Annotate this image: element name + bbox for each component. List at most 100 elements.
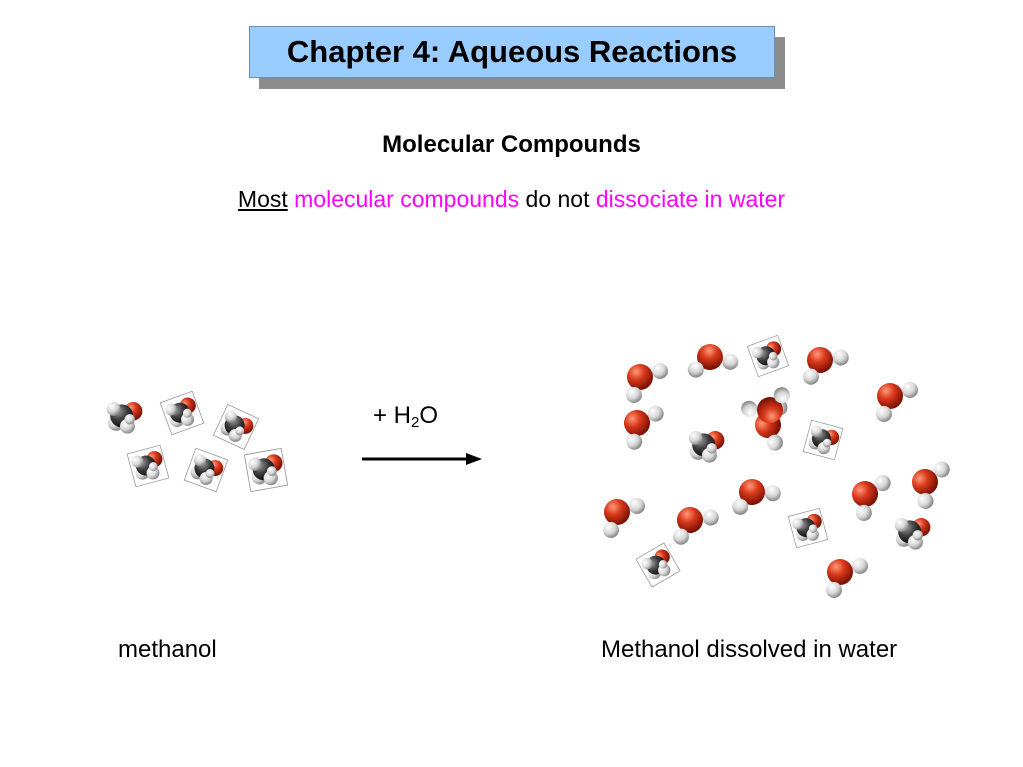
statement-term: molecular compounds [294,186,520,212]
statement-most: Most [237,186,288,212]
oxygen-atom [912,469,938,495]
water-molecule-icon [802,347,849,385]
hydrogen-atom [626,433,643,450]
methanol-molecule-icon [183,447,229,493]
water-molecule-icon [741,387,790,423]
oxygen-atom [827,559,853,585]
methanol-label: methanol [118,636,217,663]
hydrogen-atom [764,485,781,502]
hydrogen-atom [874,475,891,492]
water-molecule-icon [852,475,891,521]
methanol-molecule-icon [802,419,844,461]
hydrogen-atom [248,457,262,471]
water-molecule-icon [912,461,950,509]
hydrogen-atom [106,402,121,416]
oxygen-atom [624,410,650,436]
hydrogen-atom [917,492,934,509]
methanol-molecule-icon [126,444,170,488]
methanol-molecule-icon [159,390,205,436]
water-molecule-icon [626,363,668,403]
methanol-molecule-icon [243,447,289,493]
oxygen-atom [697,344,723,370]
hydrogen-atom [165,403,178,416]
methanol-molecule-icon [746,334,790,378]
oxygen-atom [627,364,653,390]
oxygen-atom [807,347,833,373]
methanol-molecule-icon [787,507,829,549]
water-molecule-icon [876,382,918,422]
reagent-label: + H2O [373,402,438,431]
hydrogen-atom [832,349,849,366]
hydrogen-atom [224,410,237,423]
oxygen-atom [677,507,703,533]
hydrogen-atom [672,528,689,545]
hydrogen-atom [933,461,950,478]
hydrogen-atom [702,509,719,526]
hydrogen-atom [732,498,749,515]
hydrogen-atom [822,438,832,448]
statement-action: dissociate in water [595,186,786,212]
methanol-molecule-icon [106,402,143,434]
hydrogen-atom [706,443,717,454]
oxygen-atom [757,397,783,423]
hydrogen-atom [626,387,642,403]
hydrogen-atom [876,406,892,422]
methanol-molecule-icon [635,542,681,588]
water-molecule-icon [687,344,739,378]
water-molecule-icon [732,479,781,515]
hydrogen-atom [652,363,668,379]
title-box: Chapter 4: Aqueous Reactions [249,26,775,78]
hydrogen-atom [802,368,819,385]
hydrogen-atom [235,426,245,436]
oxygen-atom [604,499,630,525]
hydrogen-atom [902,382,918,398]
hydrogen-atom [768,351,778,361]
reagent-subscript: 2 [411,414,420,431]
hydrogen-atom [722,353,739,370]
hydrogen-atom [912,530,923,541]
hydrogen-atom [629,498,645,514]
hydrogen-atom [266,466,277,477]
hydrogen-atom [658,559,668,569]
methanol-molecule-icon [894,518,931,550]
reagent-suffix: O [419,402,439,429]
hydrogen-atom [182,408,192,418]
methanol-molecule-icon [688,431,725,463]
slide-title: Chapter 4: Aqueous Reactions [286,34,738,69]
section-heading: Molecular Compounds [382,131,641,158]
hydrogen-atom [826,582,842,598]
reagent-prefix: + H [373,402,412,429]
water-molecule-icon [603,498,645,538]
hydrogen-atom [688,431,703,445]
hydrogen-atom [131,455,144,468]
hydrogen-atom [741,400,758,417]
hydrogen-atom [852,558,868,574]
hydrogen-atom [773,387,790,404]
hydrogen-atom [124,414,135,425]
hydrogen-atom [193,454,206,467]
hydrogen-atom [148,462,158,472]
oxygen-atom [877,383,903,409]
hydrogen-atom [641,557,653,570]
oxygen-atom [852,481,878,507]
hydrogen-atom [792,518,804,530]
water-molecule-icon [624,405,664,450]
reaction-arrow-icon [362,453,482,465]
hydrogen-atom [810,425,823,438]
water-molecule-icon [826,558,868,598]
hydrogen-atom [205,469,215,479]
hydrogen-atom [751,346,764,359]
hydrogen-atom [766,434,783,451]
methanol-molecule-icon [212,403,260,451]
hydrogen-atom [855,504,872,521]
hydrogen-atom [894,518,909,532]
hydrogen-atom [647,405,664,422]
statement-middle: do not [525,186,590,212]
statement-line: Most molecular compounds do not dissocia… [0,186,1023,213]
hydrogen-atom [687,361,704,378]
solution-label: Methanol dissolved in water [601,636,898,663]
hydrogen-atom [603,522,619,538]
water-molecule-icon [672,507,719,545]
